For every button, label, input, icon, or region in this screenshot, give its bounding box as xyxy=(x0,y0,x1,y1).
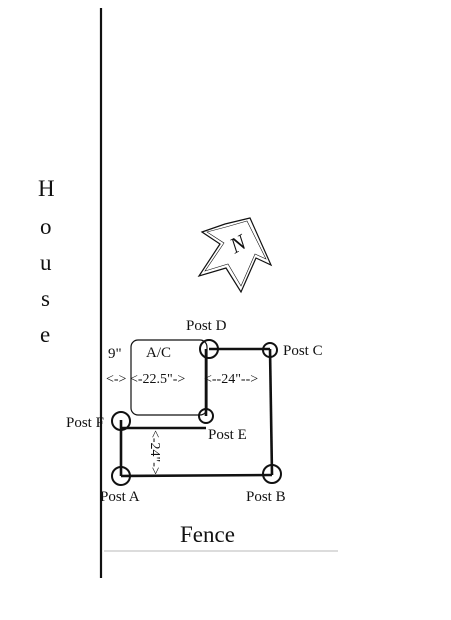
house-label: H o u s e xyxy=(38,176,55,347)
post-c-circle xyxy=(262,342,278,358)
post-b-label: Post B xyxy=(246,489,286,505)
beam-a-b xyxy=(120,473,273,478)
fence-label: Fence xyxy=(180,522,235,547)
post-b-circle xyxy=(262,464,282,484)
house-letter-u: u xyxy=(40,250,52,275)
post-c-label: Post C xyxy=(283,343,323,359)
post-f-label: Post F xyxy=(66,415,104,431)
north-arrow-label: N xyxy=(225,229,252,259)
house-letter-h: H xyxy=(38,176,55,201)
post-d-circle xyxy=(199,339,219,359)
post-a-circle xyxy=(111,466,131,486)
deck-frame xyxy=(119,347,274,478)
post-a-label: Post A xyxy=(100,489,140,505)
posts xyxy=(111,339,282,486)
post-f-circle xyxy=(111,411,131,431)
dim-ac-width: <-22.5"-> xyxy=(130,372,185,387)
house-letter-s: s xyxy=(41,286,50,311)
beam-c-b xyxy=(268,348,274,476)
dim-left-gap: 9" xyxy=(108,346,122,362)
house-letter-o: o xyxy=(40,214,52,239)
north-arrow-icon: N xyxy=(197,217,273,294)
ac-label: A/C xyxy=(146,345,171,361)
post-e-circle xyxy=(198,408,214,424)
house-letter-e: e xyxy=(40,322,50,347)
dim-vertical: <-24"-> xyxy=(147,430,162,475)
dim-left-gap-arrow: <-> xyxy=(106,372,127,387)
post-d-label: Post D xyxy=(186,318,227,334)
dim-right-span: <--24"--> xyxy=(204,372,258,387)
post-e-label: Post E xyxy=(208,427,247,443)
